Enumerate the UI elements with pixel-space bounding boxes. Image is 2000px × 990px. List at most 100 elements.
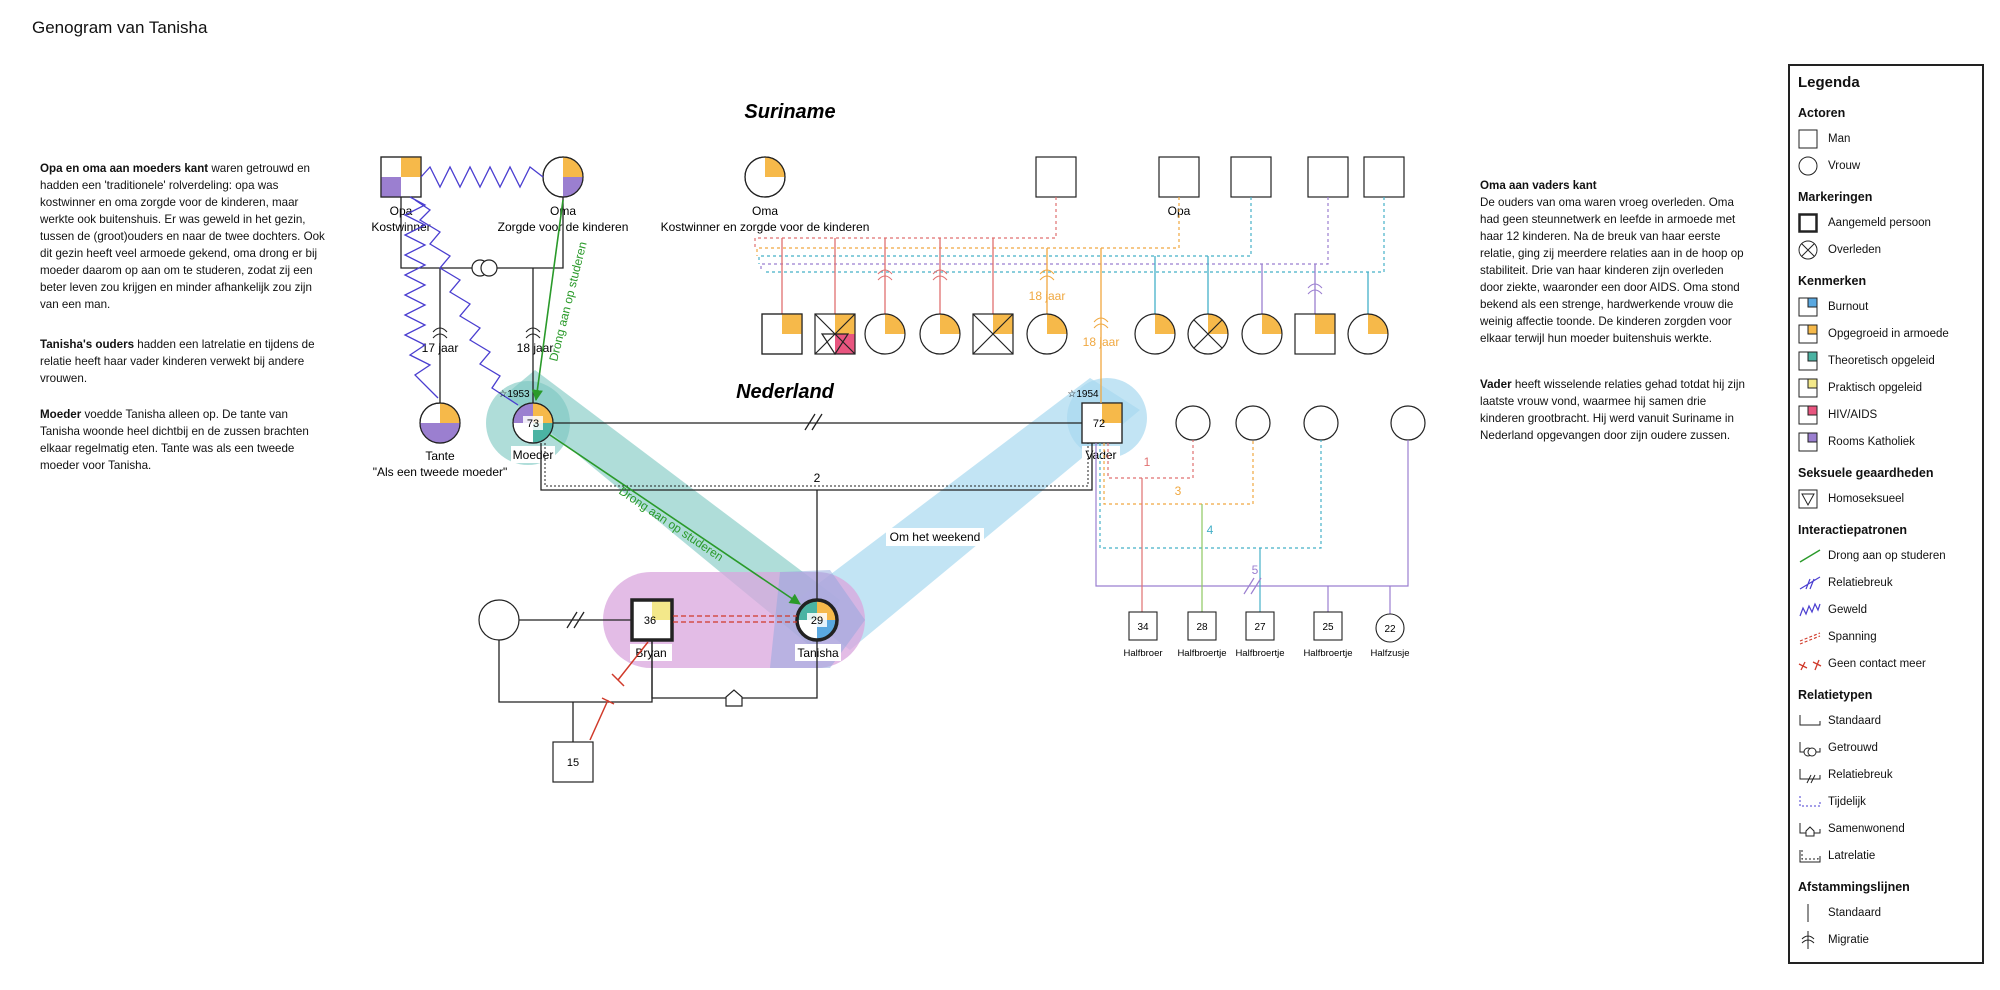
partner-opa-vader[interactable] <box>1158 156 1200 198</box>
tension-line-icon <box>1798 626 1824 648</box>
sibling-5-deceased[interactable] <box>972 313 1014 355</box>
sibling-1[interactable] <box>761 313 803 355</box>
halfbroer-34[interactable] <box>1128 611 1158 641</box>
weekend-zone <box>790 378 1140 650</box>
partner-1[interactable] <box>1035 156 1077 198</box>
tanisha-name: Tanisha <box>797 646 839 660</box>
weekend-label: Om het weekend <box>890 530 981 544</box>
legend-label-samenwonend: Samenwonend <box>1828 823 1905 835</box>
temporary-rel-icon <box>1798 791 1824 813</box>
sibling-4[interactable] <box>919 313 961 355</box>
migration-descent-icon <box>1798 929 1824 951</box>
legend-label-tijdelijk: Tijdelijk <box>1828 796 1866 808</box>
legend-heading-markeringen: Markeringen <box>1798 190 1873 204</box>
legend-label-praktisch: Praktisch opgeleid <box>1828 382 1922 394</box>
sibling-6[interactable] <box>1026 313 1068 355</box>
child-bryan[interactable] <box>552 741 594 783</box>
square-icon <box>1798 128 1824 150</box>
bryan-name: Bryan <box>635 646 666 660</box>
opa-moeder[interactable] <box>380 156 422 198</box>
legend-label-standaard-afst: Standaard <box>1828 907 1882 919</box>
standard-descent-icon <box>1798 902 1824 924</box>
legend-item-aangemeld: Aangemeld persoon <box>1798 212 1931 234</box>
cohabit-house-icon <box>725 689 743 707</box>
moeder-born: ☆1953 <box>498 389 530 400</box>
halfsib-3-label: Halfbroertje <box>1235 648 1284 659</box>
break-mark-moeder-vader <box>804 413 823 431</box>
sibling-8-deceased[interactable] <box>1187 313 1229 355</box>
push-line-moeder-tanisha <box>549 434 801 605</box>
push-line-oma-moeder <box>531 199 564 402</box>
rel1-label: 1 <box>1144 455 1151 469</box>
partner-5[interactable] <box>1363 156 1405 198</box>
sibling-9[interactable] <box>1241 313 1283 355</box>
bryan-age: 36 <box>644 615 656 627</box>
sibling-2-deceased[interactable] <box>814 313 856 356</box>
legend-label-latrelatie: Latrelatie <box>1828 850 1876 862</box>
marriage-ring-2 <box>480 259 498 277</box>
legend-item-homoseksueel: Homoseksueel <box>1798 488 1904 510</box>
vader[interactable] <box>1081 402 1123 444</box>
drong-label-1: Drong aan op studeren <box>546 240 589 363</box>
tanisha-label-bg <box>795 644 841 661</box>
vader-partners <box>1175 405 1426 441</box>
note-right-1-bold: Oma aan vaders kant <box>1480 179 1597 192</box>
temporary-relations <box>754 197 1385 273</box>
halfsib-5-age: 22 <box>1384 624 1396 635</box>
violence-line-tante <box>403 196 439 399</box>
legend-label-standaard-rel: Standaard <box>1828 715 1882 727</box>
oma-vader[interactable] <box>744 156 786 198</box>
oma-moeder[interactable] <box>542 156 584 198</box>
partner-4[interactable] <box>1307 156 1349 198</box>
legend-item-relatiebreuk-r: Relatiebreuk <box>1798 764 1893 786</box>
moeder[interactable] <box>512 402 554 444</box>
note-right-2-text: heeft wisselende relaties gehad totdat h… <box>1480 378 1745 442</box>
sibling-7[interactable] <box>1134 313 1176 355</box>
legend-item-standaard-afst: Standaard <box>1798 902 1881 924</box>
legend-item-burnout: Burnout <box>1798 296 1868 318</box>
age18-v2-label: 18 jaar <box>1083 335 1120 349</box>
push-line-icon <box>1798 545 1824 567</box>
page-title: Genogram van Tanisha <box>32 18 208 37</box>
legend-item-geen-contact: Geen contact meer <box>1798 653 1926 675</box>
vader-partner-2[interactable] <box>1235 405 1271 441</box>
legend-label-relatiebreuk-i: Relatiebreuk <box>1828 577 1893 589</box>
bold-square-icon <box>1798 212 1824 234</box>
moeder-name: Moeder <box>513 448 554 462</box>
parent-line-child <box>498 640 653 703</box>
note-left-3: Moeder voedde Tanisha alleen op. De tant… <box>40 406 325 474</box>
halfbroertje-28[interactable] <box>1187 611 1217 641</box>
homosexual-icon <box>1798 488 1824 510</box>
bryan-label-bg <box>630 644 672 661</box>
vader-partner-4[interactable] <box>1390 405 1426 441</box>
legend-item-drong: Drong aan op studeren <box>1798 545 1946 567</box>
vader-partner-1[interactable] <box>1175 405 1211 441</box>
note-left-1-text: waren getrouwd en hadden een 'traditione… <box>40 162 325 311</box>
halfbroertje-27[interactable] <box>1245 611 1275 641</box>
violence-line-grandparents <box>420 165 544 189</box>
child-bryan-age: 15 <box>567 757 579 769</box>
standard-rel-icon <box>1798 710 1824 732</box>
legend-item-migratie: Migratie <box>1798 929 1869 951</box>
tanisha-age: 29 <box>811 615 823 627</box>
tante-role: "Als een tweede moeder" <box>373 465 508 479</box>
sibling-3[interactable] <box>864 313 906 355</box>
married-rel-icon <box>1798 737 1824 759</box>
ex-partner-bryan[interactable] <box>478 599 520 641</box>
legend-label-migratie: Migratie <box>1828 934 1869 946</box>
halfsib-4-age: 25 <box>1322 622 1334 633</box>
break-mark-bryan-ex <box>566 611 585 629</box>
tante[interactable] <box>419 402 461 444</box>
partner-3[interactable] <box>1230 156 1272 198</box>
vader-partner-3[interactable] <box>1303 405 1339 441</box>
legend-label-hiv: HIV/AIDS <box>1828 409 1878 421</box>
sibling-11[interactable] <box>1347 313 1389 355</box>
halfbroertje-25[interactable] <box>1313 611 1343 641</box>
legend-heading-afstamming: Afstammingslijnen <box>1798 880 1910 894</box>
burnout-icon <box>1798 296 1824 318</box>
note-left-2-text: hadden een latrelatie en tijdens de rela… <box>40 338 315 385</box>
tanisha[interactable] <box>795 598 839 642</box>
no-contact-line-2 <box>589 697 615 741</box>
sibling-10[interactable] <box>1294 313 1336 355</box>
halfzusje-22[interactable] <box>1375 613 1405 643</box>
